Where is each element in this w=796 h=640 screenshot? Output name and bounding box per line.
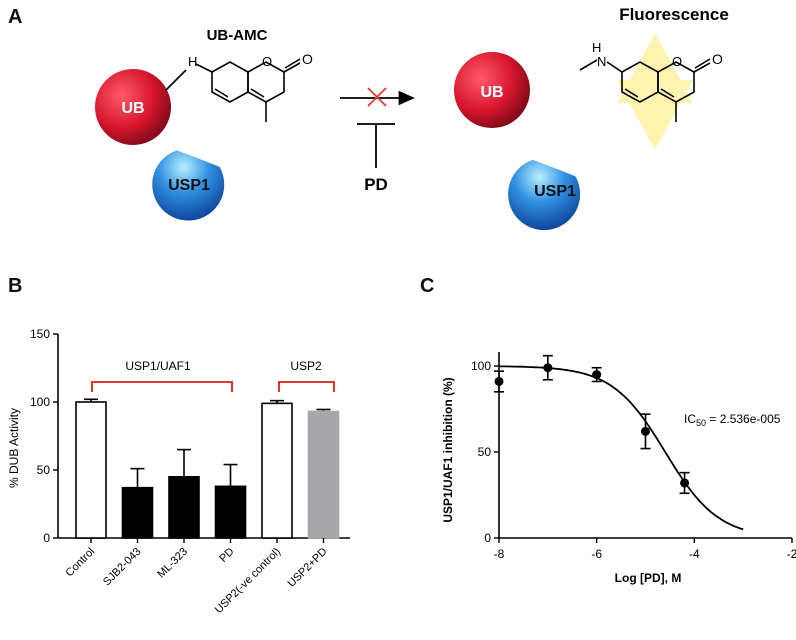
c-y-axis-label: USP1/UAF1 inhibition (%)	[441, 377, 455, 522]
b-bar	[168, 475, 200, 539]
c-y-tick-label: 0	[484, 531, 491, 545]
c-x-axis-label: Log [PD], M	[615, 571, 682, 585]
amc-structure-left	[211, 58, 301, 122]
panel-a-letter: A	[8, 6, 23, 28]
b-y-tick-label: 150	[30, 327, 50, 341]
carbonyl-oxygen-right: O	[712, 51, 723, 67]
c-x-tick-label: -8	[494, 547, 505, 561]
substrate-title: UB-AMC	[207, 27, 268, 44]
n-atom-free: N	[597, 54, 606, 69]
ic50-annotation: IC50 = 2.536e-005	[684, 412, 781, 428]
c-x-tick-label: -4	[689, 547, 700, 561]
b-bar	[75, 401, 107, 539]
usp1-label: USP1	[168, 177, 210, 194]
ub-sphere-free	[454, 52, 530, 128]
blocked-x-icon	[367, 87, 387, 107]
c-fit-curve	[498, 365, 744, 531]
c-x-tick-label: -2	[787, 547, 796, 561]
c-y-tick-label: 100	[471, 359, 491, 373]
inhibitor-label: PD	[364, 175, 388, 194]
b-bar	[121, 486, 154, 539]
usp1-pacman	[152, 150, 225, 221]
usp1-label-free: USP1	[534, 183, 576, 200]
usp1-pacman-free	[508, 159, 581, 231]
ub-sphere	[95, 69, 171, 145]
h-atom-free: H	[592, 40, 601, 55]
ring-oxygen-right: O	[672, 54, 682, 69]
b-bar	[214, 485, 247, 539]
c-data-point	[641, 426, 650, 436]
group2-label: USP2	[290, 359, 322, 373]
b-y-tick-label: 100	[30, 395, 50, 409]
c-data-point	[680, 478, 690, 488]
ring-oxygen-left: O	[262, 54, 272, 69]
amc-structure-right	[621, 58, 711, 122]
group2-bracket	[278, 381, 335, 392]
panel-b-letter: B	[8, 275, 23, 297]
c-data-point	[543, 363, 553, 373]
group1-bracket	[91, 381, 233, 392]
panel-c-letter: C	[420, 275, 435, 297]
c-y-tick-label: 50	[478, 445, 492, 459]
nh-atom: H	[188, 54, 197, 69]
b-y-tick-label: 50	[37, 463, 51, 477]
ub-label-free: UB	[480, 84, 503, 101]
ub-label: UB	[121, 100, 144, 117]
c-x-tick-label: -6	[591, 547, 602, 561]
fluorescence-title: Fluorescence	[619, 5, 729, 24]
c-data-point	[592, 370, 602, 380]
carbonyl-oxygen-left: O	[302, 51, 313, 67]
b-bar	[307, 410, 340, 539]
panel-a-schematic: UB-AMC UB USP1 H O O PD Fluorescence UB …	[95, 5, 729, 231]
b-y-axis-label: % DUB Activity	[7, 408, 21, 488]
c-data-point	[494, 376, 504, 386]
group1-label: USP1/UAF1	[125, 359, 191, 373]
b-y-tick-label: 0	[43, 531, 50, 545]
